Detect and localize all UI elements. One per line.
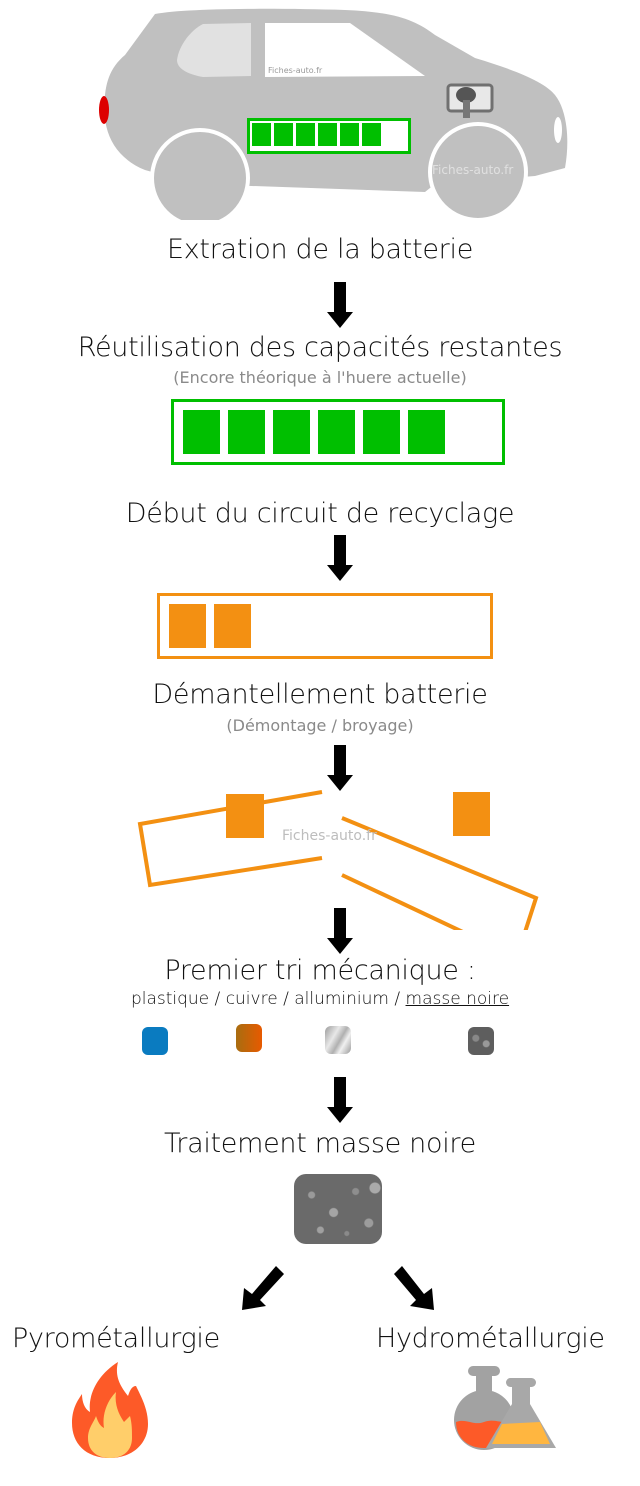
battery-cell	[183, 410, 220, 454]
watermark-center: Fiches-auto.fr	[282, 828, 377, 844]
arrow-down-icon	[327, 535, 353, 581]
arrow-down-right-icon	[394, 1266, 434, 1310]
reuse-battery-gauge	[171, 399, 505, 465]
arrow-down-icon	[327, 1077, 353, 1123]
arrow-down-left-icon	[242, 1266, 284, 1310]
battery-cell	[252, 123, 271, 146]
head-light	[554, 117, 562, 143]
car-battery-gauge	[247, 118, 411, 154]
tail-light	[99, 96, 109, 124]
black-mass-swatch-icon	[468, 1027, 494, 1055]
rear-window	[177, 23, 251, 77]
battery-fragment	[226, 794, 264, 838]
fire-icon	[72, 1362, 148, 1458]
broken-battery-illustration	[137, 790, 539, 930]
battery-cell	[274, 123, 293, 146]
front-window	[265, 23, 425, 77]
battery-cell	[362, 123, 381, 146]
step-reuse-title: Réutilisation des capacités restantes	[77, 332, 563, 363]
battery-cell	[296, 123, 315, 146]
step-recycling-start-title: Début du circuit de recyclage	[125, 498, 515, 529]
black-mass-sample-image	[294, 1174, 382, 1244]
step-dismantling-subtitle: (Démontage / broyage)	[226, 716, 414, 735]
step-dismantling-title: Démantellement batterie	[152, 679, 488, 710]
material-label-plastic: plastique	[130, 989, 210, 1009]
materials-list: plastique / cuivre / alluminium / masse …	[0, 989, 640, 1009]
arrow-down-icon	[327, 282, 353, 328]
battery-cell	[228, 410, 265, 454]
aluminium-swatch-icon	[325, 1026, 351, 1054]
rear-wheel	[150, 128, 250, 220]
watermark-window: Fiches-auto.fr	[268, 66, 323, 75]
lab-flasks-icon	[454, 1366, 556, 1450]
material-label-copper: cuivre	[225, 989, 278, 1009]
front-wheel	[428, 122, 528, 220]
battery-fragment	[453, 792, 490, 836]
recycling-battery-gauge	[157, 593, 493, 659]
separator: /	[283, 989, 289, 1009]
arrow-down-icon	[327, 908, 353, 954]
arrow-down-icon	[327, 745, 353, 791]
electric-car-illustration	[99, 8, 568, 220]
step-extraction-title: Extration de la batterie	[166, 234, 474, 265]
battery-cell	[214, 604, 251, 648]
branch-hydro-title: Hydrométallurgie	[376, 1323, 605, 1354]
material-label-aluminium: alluminium	[294, 989, 389, 1009]
step-black-mass-title: Traitement masse noire	[164, 1128, 476, 1159]
battery-cell	[408, 410, 445, 454]
step-sorting-title: Premier tri mécanique :	[164, 955, 476, 986]
battery-cell	[273, 410, 310, 454]
battery-cell	[318, 123, 337, 146]
broken-battery-right-half	[341, 816, 539, 930]
branch-pyro-title: Pyrométallurgie	[12, 1323, 220, 1354]
battery-cell	[363, 410, 400, 454]
battery-cell	[340, 123, 359, 146]
watermark-wheel: Fiches-auto.fr	[432, 163, 514, 177]
step-reuse-subtitle: (Encore théorique à l'huere actuelle)	[173, 368, 467, 387]
plastic-swatch-icon	[142, 1027, 168, 1055]
battery-cell	[169, 604, 206, 648]
copper-swatch-icon	[236, 1024, 262, 1052]
battery-cell	[318, 410, 355, 454]
separator: /	[394, 989, 401, 1009]
separator: /	[214, 989, 221, 1009]
material-label-black-mass: masse noire	[405, 989, 510, 1009]
